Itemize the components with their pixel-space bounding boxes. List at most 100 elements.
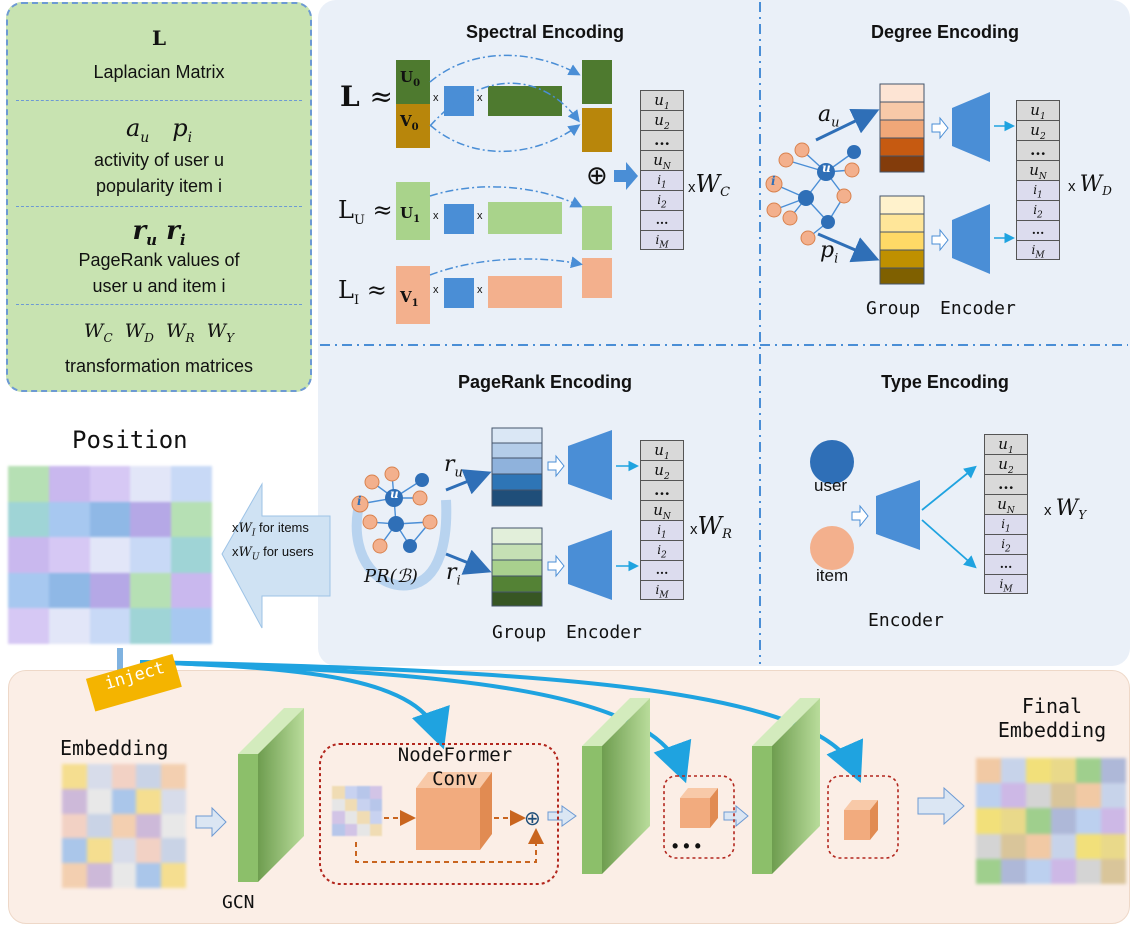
matrix-cell (1001, 858, 1026, 884)
matrix-cell (1026, 833, 1051, 859)
approx-symbol: ≈ (369, 80, 393, 113)
item-row: iM (1016, 240, 1060, 260)
matrix-cell (1101, 758, 1126, 784)
matrix-cell (171, 608, 212, 644)
times-symbol: x (433, 284, 439, 296)
pagerank-item-subscript: i (456, 573, 461, 589)
item-row: i1 (1016, 180, 1060, 200)
output-2 (582, 206, 612, 250)
embedding-matrix (62, 764, 186, 888)
concat-arrow (614, 162, 638, 190)
times-symbol: x (1068, 178, 1076, 195)
spectral-row1-lhs: L ≈ (340, 80, 393, 113)
final-embedding-label-2: Embedding (997, 718, 1107, 742)
hollow-arrow (547, 805, 577, 827)
pagerank-formula: PR(ℬ) (364, 566, 418, 587)
position-title: Position (72, 426, 188, 454)
popularity-subscript: i (187, 129, 193, 146)
weight-symbol: W (1055, 496, 1079, 521)
pagerank-nodes (351, 466, 438, 554)
matrix-cell (357, 786, 370, 799)
matrix-cell (89, 572, 131, 609)
nodeformer-cube (416, 772, 492, 850)
final-embedding-matrix (976, 758, 1126, 884)
matrix-cell (62, 788, 87, 814)
pagerank-user-subscript: u (454, 465, 463, 481)
matrix-cell (1101, 783, 1126, 809)
weight-y-symbol: W (206, 320, 227, 342)
graph-nodes (765, 142, 861, 246)
matrix-cell (1001, 833, 1026, 859)
matrix-cell (976, 783, 1001, 809)
gcn-label: GCN (222, 892, 255, 913)
spectral-row3-lhs: LI ≈ (338, 276, 387, 308)
item-row: i1 (984, 514, 1028, 534)
user-row: u1 (1016, 100, 1060, 122)
matrix-cell (130, 466, 172, 502)
spectral-weight: xWC (688, 170, 730, 200)
v1-subscript: 1 (411, 298, 419, 309)
item-type-node (810, 526, 854, 570)
final-embedding-label-1: Final (1021, 694, 1083, 718)
pagerank-halo (351, 499, 452, 591)
pagerank-encoder-label: Encoder (566, 622, 642, 643)
encoder-trapezoid (876, 480, 920, 550)
item-node-label: i (771, 174, 776, 188)
degree-group-label: Group (866, 298, 921, 319)
layer-conv-box (663, 775, 735, 859)
matrix-cell (1076, 858, 1101, 884)
pagerank-item-node-label: i (357, 494, 362, 508)
pagerank-user-label: ru (444, 452, 463, 480)
matrix-cell (86, 813, 112, 839)
degree-activity-label: au (818, 102, 840, 130)
item-row: i2 (984, 534, 1028, 554)
matrix-cell (62, 838, 87, 864)
matrix-cell (171, 501, 212, 538)
matrix-cell (1076, 808, 1101, 834)
matrix-cell (161, 764, 186, 789)
matrix-cell (8, 572, 49, 609)
item-row: iM (640, 580, 684, 600)
weight-y-subscript: Y (226, 330, 235, 345)
item-row: ... (640, 210, 684, 230)
matrix-cell (89, 608, 131, 644)
weight-r-symbol: W (165, 320, 186, 342)
matrix-cell (136, 838, 162, 864)
degree-encoder-label: Encoder (940, 298, 1016, 319)
flow-arrow (429, 82, 580, 127)
matrix-cell (344, 798, 357, 811)
matrix-cell (1051, 833, 1076, 859)
pagerank-weight: xWR (690, 512, 732, 542)
degree-encoding-title: Degree Encoding (870, 22, 1020, 42)
matrix-cell (332, 786, 345, 799)
matrix-cell (111, 838, 137, 864)
matrix-cell (8, 466, 49, 502)
matrix-cell (161, 863, 186, 888)
user-row: ... (1016, 140, 1060, 160)
matrix-cell (171, 537, 212, 573)
embedding-mini-matrix (332, 786, 382, 836)
matrix-cell (111, 863, 137, 888)
matrix-cell (357, 811, 370, 824)
v1t-block (488, 276, 562, 308)
matrix-cell (1026, 858, 1051, 884)
v0-label: V0 (400, 112, 419, 133)
sigma-block-2 (444, 204, 474, 234)
hollow-arrow (931, 116, 949, 140)
item-row: i2 (1016, 200, 1060, 220)
user-row: uN (1016, 160, 1060, 182)
matrix-cell (136, 764, 162, 789)
pagerank-item-label: ri (446, 560, 461, 588)
matrix-cell (1101, 833, 1126, 859)
times-symbol: x (477, 284, 483, 296)
matrix-cell (1001, 783, 1026, 809)
item-row: ... (1016, 220, 1060, 240)
legend-divider (16, 304, 302, 305)
matrix-cell (86, 788, 112, 814)
matrix-cell (369, 823, 382, 836)
matrix-cell (89, 466, 131, 502)
wu-subscript: U (251, 552, 260, 563)
matrix-cell (1076, 783, 1101, 809)
